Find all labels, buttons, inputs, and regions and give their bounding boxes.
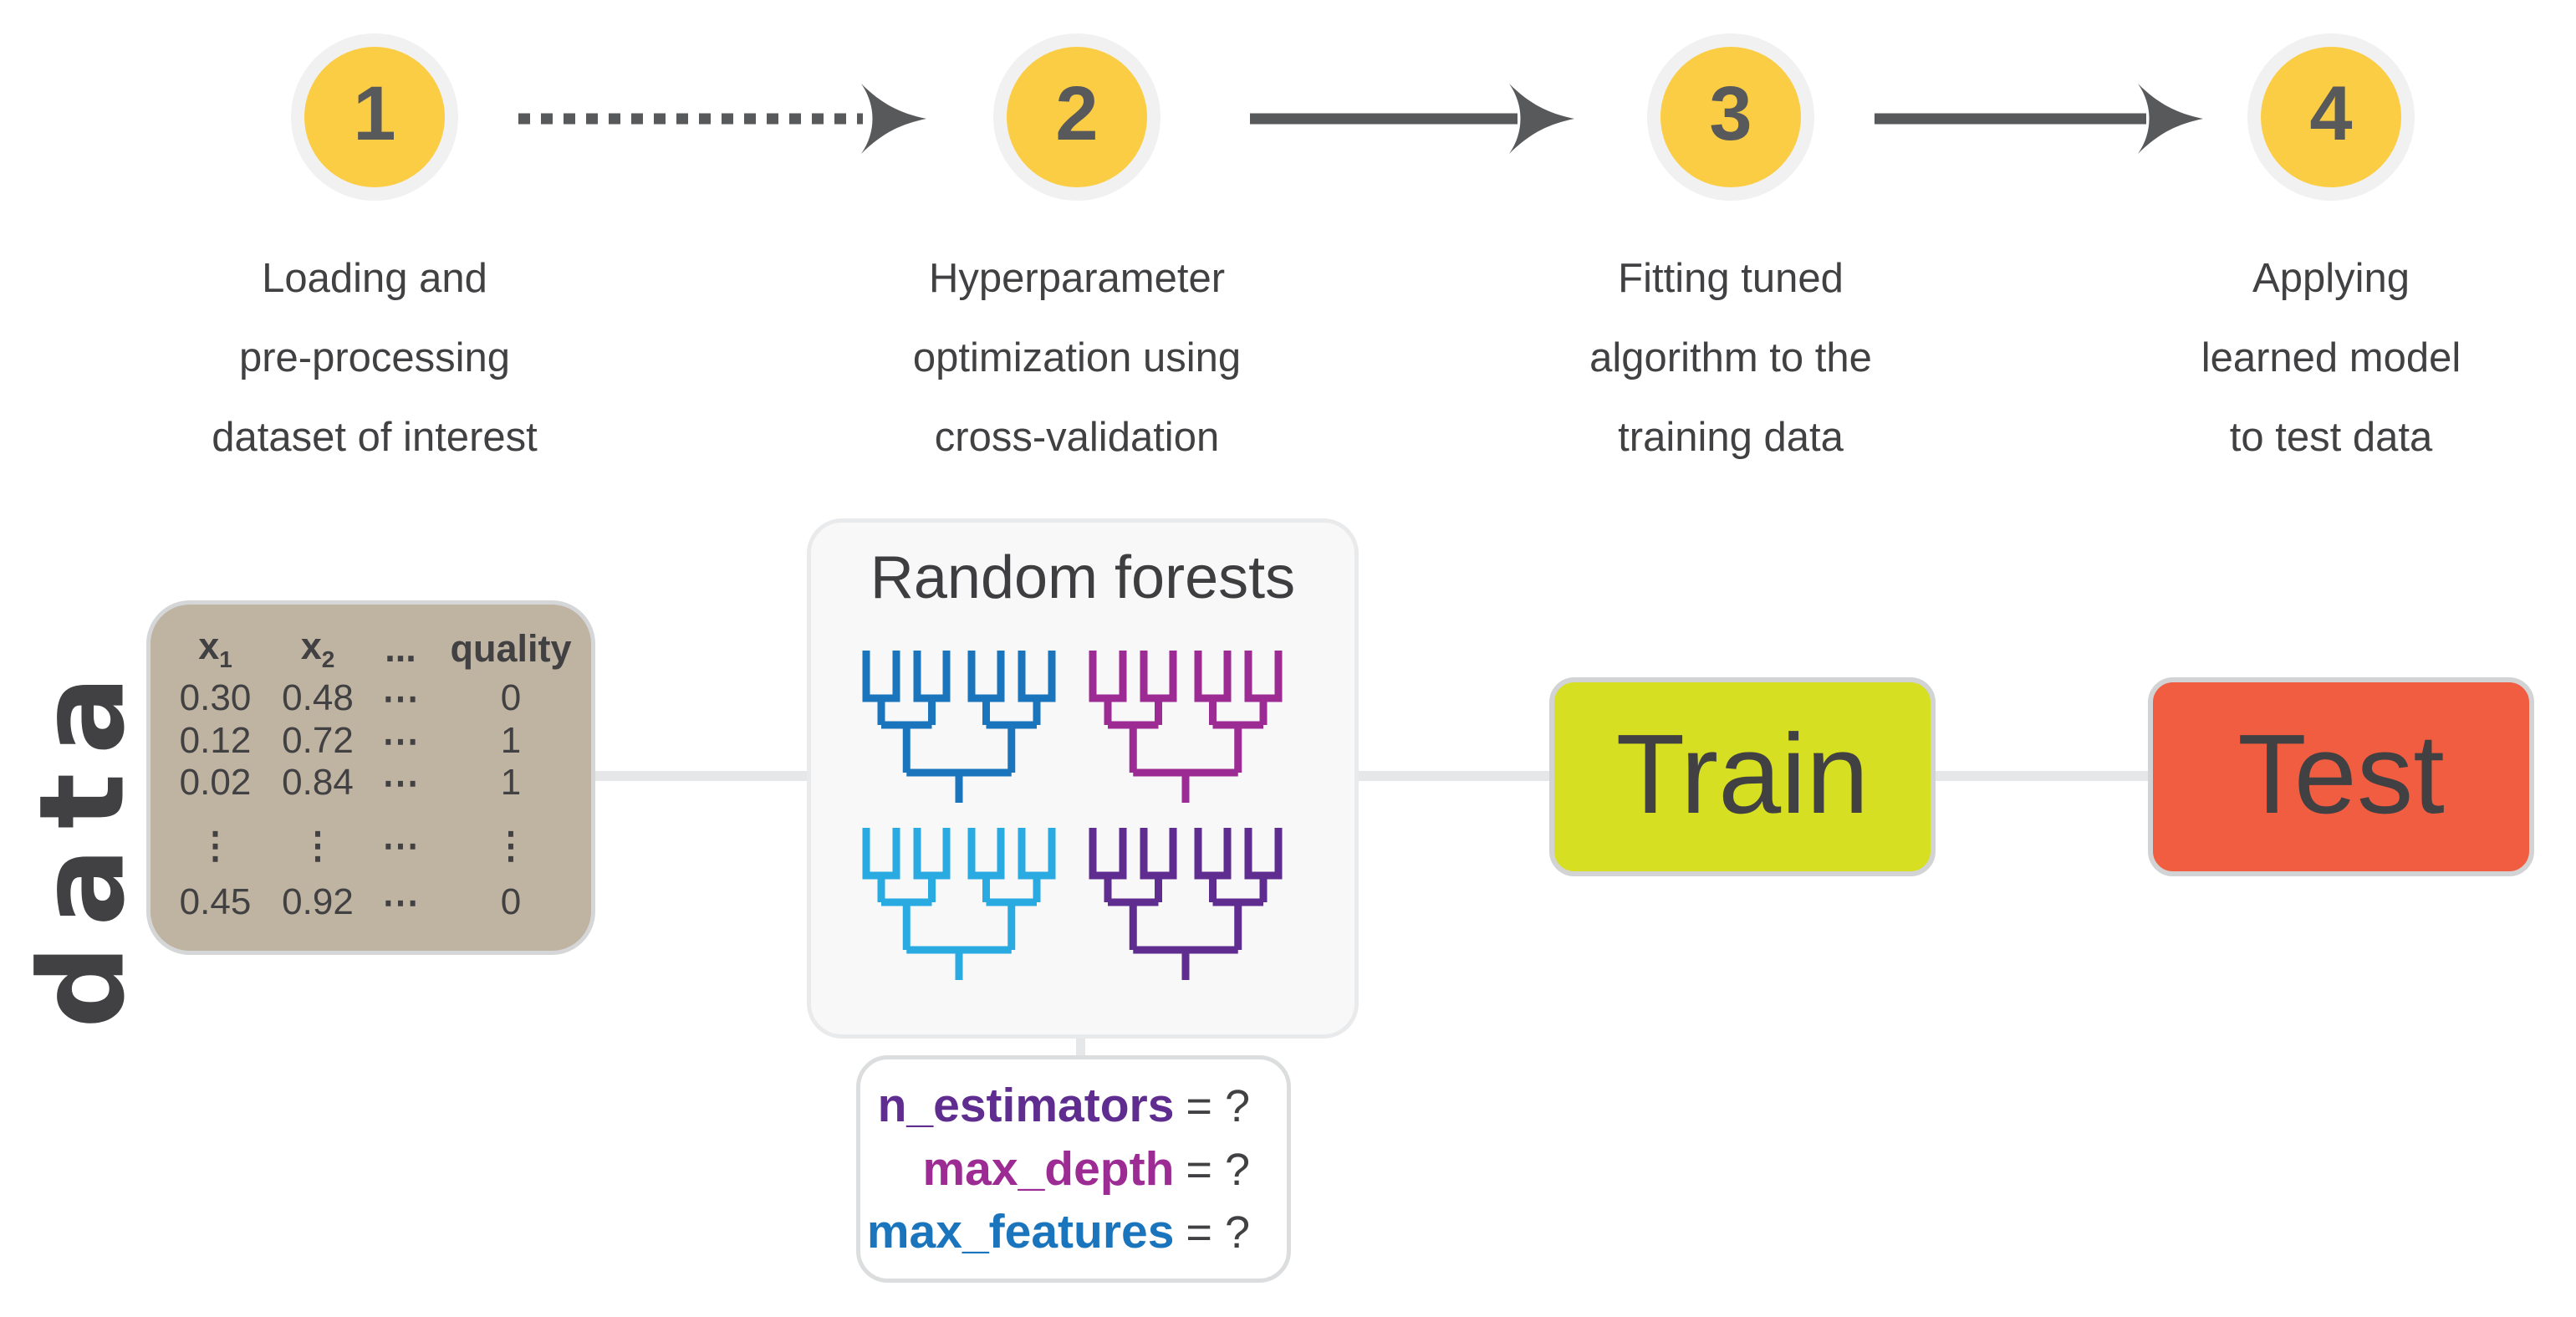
connector-forest-to-train [1357, 771, 1551, 781]
step-circle-3: 3 [1647, 33, 1814, 201]
step-circle-2: 2 [993, 33, 1160, 201]
train-box: Train [1549, 677, 1936, 876]
solid-arrow-icon [1875, 84, 2203, 154]
step-circle-3-fill: 3 [1660, 47, 1801, 187]
table-row: 0.45 0.92 ⋯ 0 [179, 881, 522, 923]
connector-forest-to-hyperparams [1076, 1036, 1085, 1059]
hyperparameter-max-depth: max_depth= ? [922, 1142, 1251, 1196]
caption-line: Loading and [262, 256, 487, 301]
column-header: ... [385, 627, 416, 670]
step-number-4: 4 [2309, 70, 2353, 156]
caption-line: pre-processing [238, 335, 511, 380]
step-circle-4-fill: 4 [2261, 47, 2401, 187]
step-number-1: 1 [353, 70, 396, 156]
column-header: x1 [198, 625, 232, 672]
step-number-3: 3 [1709, 70, 1752, 156]
caption-line: Hyperparameter [928, 256, 1226, 301]
connector-data-to-forest [594, 771, 809, 781]
table-row: 0.30 0.48 ⋯ 0 [179, 677, 522, 719]
caption-line: learned model [2201, 335, 2461, 380]
table-row: 0.12 0.72 ⋯ 1 [179, 720, 522, 762]
table-ellipsis-row: ⋮ ⋮ ⋯ ⋮ [196, 824, 530, 866]
connector-train-to-test [1934, 771, 2150, 781]
train-label: Train [1615, 710, 1870, 837]
step-caption-2: Hyperparameter optimization using cross-… [759, 239, 1395, 477]
column-header: quality [450, 627, 572, 670]
step-circle-1-fill: 1 [304, 47, 445, 187]
hyperparameter-box: n_estimators= ? max_depth= ? max_feature… [856, 1055, 1291, 1283]
step-caption-1: Loading and pre-processing dataset of in… [57, 239, 692, 477]
column-header: x2 [300, 625, 335, 672]
decision-tree-icon-magenta [1089, 651, 1283, 803]
test-box: Test [2148, 677, 2534, 876]
decision-tree-icon-purple [1089, 828, 1283, 980]
caption-line: cross-validation [934, 415, 1220, 460]
table-row: 0.02 0.84 ⋯ 1 [179, 762, 522, 804]
decision-tree-icon-blue [862, 651, 1056, 803]
data-label: data [14, 656, 151, 1029]
random-forests-box [807, 518, 1359, 1039]
table-header-row: x1 x2 ... quality [159, 625, 584, 672]
caption-line: dataset of interest [212, 415, 538, 460]
step-number-2: 2 [1055, 70, 1099, 156]
caption-line: Applying [2252, 256, 2410, 301]
dashed-arrow-icon [518, 84, 926, 154]
caption-line: optimization using [912, 335, 1242, 380]
caption-line: Fitting tuned [1618, 256, 1844, 301]
caption-line: training data [1618, 415, 1844, 460]
decision-tree-icon-lightblue [862, 828, 1056, 980]
step-circle-2-fill: 2 [1007, 47, 1147, 187]
random-forests-title: Random forests [870, 544, 1296, 611]
data-table: x1 x2 ... quality 0.30 0.48 ⋯ 0 0.12 0.7… [146, 600, 595, 955]
step-caption-4: Applying learned model to test data [2013, 239, 2576, 477]
step-circle-1: 1 [291, 33, 458, 201]
caption-line: to test data [2229, 415, 2433, 460]
test-label: Test [2237, 710, 2445, 837]
step-caption-3: Fitting tuned algorithm to the training … [1413, 239, 2048, 477]
hyperparameter-max-features: max_features= ? [866, 1205, 1250, 1258]
solid-arrow-icon [1250, 84, 1574, 154]
caption-line: algorithm to the [1589, 335, 1872, 380]
step-circle-4: 4 [2247, 33, 2415, 201]
hyperparameter-n-estimators: n_estimators= ? [877, 1079, 1250, 1132]
